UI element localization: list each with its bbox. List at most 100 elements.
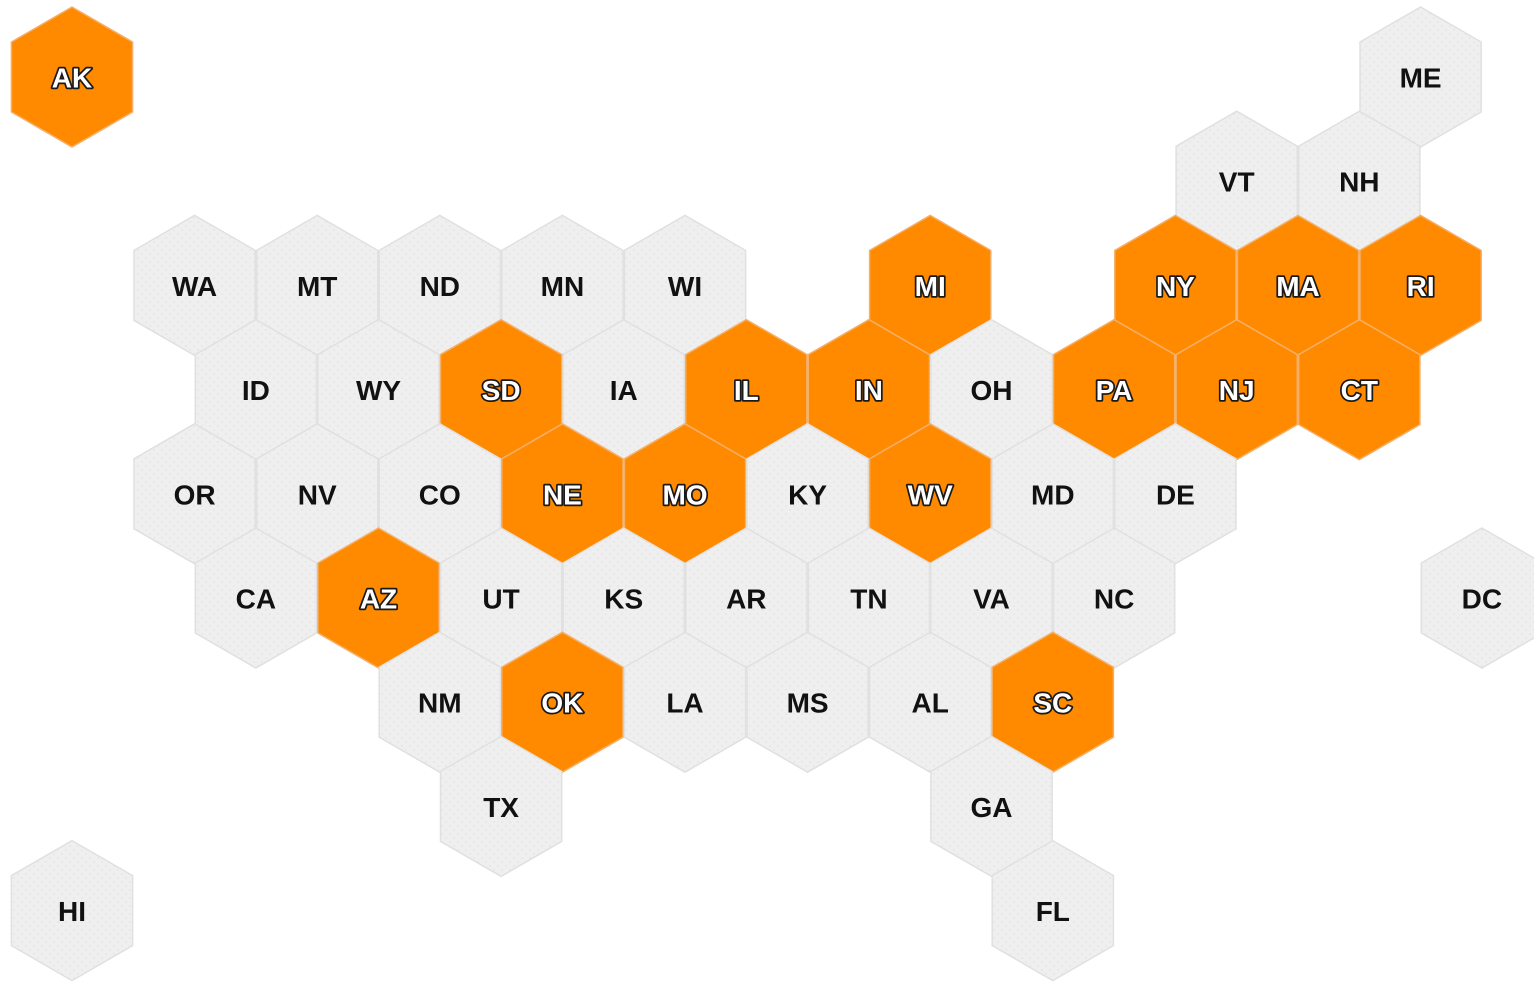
state-tile-nm[interactable]: NM xyxy=(378,631,502,774)
state-label: CT xyxy=(1341,375,1378,406)
state-tile-in[interactable]: IN xyxy=(807,318,931,461)
state-tile-me[interactable]: ME xyxy=(1359,6,1482,148)
state-tile-mi[interactable]: MI xyxy=(868,214,992,357)
state-tile-wa[interactable]: WA xyxy=(133,214,256,357)
state-tile-ar[interactable]: AR xyxy=(684,527,808,669)
state-label: KY xyxy=(788,479,827,510)
hexagon-texture xyxy=(685,528,807,668)
state-label: NV xyxy=(298,479,337,510)
state-tile-ri[interactable]: RI xyxy=(1359,214,1482,357)
hexagon-texture xyxy=(869,632,991,773)
hexagon-texture xyxy=(256,423,378,564)
state-tile-al[interactable]: AL xyxy=(868,631,992,774)
state-tile-nd[interactable]: ND xyxy=(378,214,502,357)
state-tile-nc[interactable]: NC xyxy=(1052,527,1176,669)
state-label: HI xyxy=(58,896,86,927)
state-label: AR xyxy=(726,584,766,615)
hexagon-texture xyxy=(440,736,562,877)
state-label: DC xyxy=(1462,584,1502,615)
state-label: NM xyxy=(418,688,462,719)
state-label: WA xyxy=(172,271,217,302)
state-label: ME xyxy=(1400,63,1442,94)
state-tile-ca[interactable]: CA xyxy=(194,527,318,669)
state-tile-mt[interactable]: MT xyxy=(255,214,379,357)
state-tile-nj[interactable]: NJ xyxy=(1175,318,1299,461)
hexagon-texture xyxy=(11,840,133,981)
state-tile-dc[interactable]: DC xyxy=(1420,527,1534,669)
state-label: MT xyxy=(297,271,337,302)
state-tile-sd[interactable]: SD xyxy=(439,318,563,461)
state-tile-pa[interactable]: PA xyxy=(1052,318,1176,461)
state-tile-tx[interactable]: TX xyxy=(439,735,563,878)
state-tile-fl[interactable]: FL xyxy=(991,839,1115,981)
state-tile-ny[interactable]: NY xyxy=(1114,214,1237,357)
state-tile-ok[interactable]: OK xyxy=(501,631,624,774)
state-tile-co[interactable]: CO xyxy=(378,422,502,565)
hexagon-texture xyxy=(501,215,623,356)
state-tile-nv[interactable]: NV xyxy=(255,422,379,565)
state-tile-vt[interactable]: VT xyxy=(1175,110,1299,253)
state-label: MI xyxy=(915,271,946,302)
hexagon-texture xyxy=(992,423,1114,564)
state-label: CA xyxy=(236,584,276,615)
hexagon-texture xyxy=(563,528,685,668)
state-tile-il[interactable]: IL xyxy=(684,318,808,461)
state-label: ID xyxy=(242,375,270,406)
state-tile-la[interactable]: LA xyxy=(623,631,747,774)
state-label: NJ xyxy=(1219,375,1255,406)
state-label: AL xyxy=(912,688,949,719)
hexagon-texture xyxy=(930,736,1053,877)
state-tile-ut[interactable]: UT xyxy=(439,527,563,669)
hexagon-texture xyxy=(134,215,256,356)
state-label: VT xyxy=(1219,167,1255,198)
state-tile-ky[interactable]: KY xyxy=(746,422,869,565)
state-tile-ma[interactable]: MA xyxy=(1236,214,1360,357)
state-tile-de[interactable]: DE xyxy=(1114,422,1237,565)
hexagon-texture xyxy=(624,215,746,356)
state-label: VA xyxy=(973,584,1010,615)
state-label: NY xyxy=(1156,271,1195,302)
state-label: SC xyxy=(1033,688,1072,719)
state-label: OR xyxy=(174,479,216,510)
state-tile-hi[interactable]: HI xyxy=(10,839,134,981)
hexagon-texture xyxy=(134,423,256,564)
hexagon-texture xyxy=(379,423,501,564)
state-label: ND xyxy=(420,271,460,302)
state-label: DE xyxy=(1156,479,1195,510)
hexagon-texture xyxy=(808,528,930,668)
state-tile-id[interactable]: ID xyxy=(194,318,318,461)
state-label: NH xyxy=(1339,167,1379,198)
state-tile-wv[interactable]: WV xyxy=(868,422,992,565)
hexagon-texture xyxy=(747,423,869,564)
state-label: WI xyxy=(668,271,702,302)
hexagon-texture xyxy=(440,528,562,668)
state-tile-ms[interactable]: MS xyxy=(746,631,869,774)
state-tile-sc[interactable]: SC xyxy=(991,631,1115,774)
state-label: IA xyxy=(610,375,638,406)
hexagon-texture xyxy=(624,632,746,773)
state-tile-az[interactable]: AZ xyxy=(317,527,440,669)
state-tile-ne[interactable]: NE xyxy=(501,422,624,565)
state-tile-or[interactable]: OR xyxy=(133,422,256,565)
state-tile-md[interactable]: MD xyxy=(991,422,1115,565)
hexagon-texture xyxy=(563,319,685,460)
state-tile-wi[interactable]: WI xyxy=(623,214,747,357)
state-label: MA xyxy=(1276,271,1320,302)
state-label: NE xyxy=(543,479,582,510)
state-tile-mo[interactable]: MO xyxy=(623,422,747,565)
state-tile-ct[interactable]: CT xyxy=(1297,318,1421,461)
state-tile-oh[interactable]: OH xyxy=(930,318,1053,461)
state-tile-mn[interactable]: MN xyxy=(501,214,624,357)
hexagon-texture xyxy=(1360,7,1482,147)
hexagon-texture xyxy=(1053,528,1175,668)
hexagon-texture xyxy=(747,632,869,773)
state-label: WV xyxy=(908,479,953,510)
state-tile-ia[interactable]: IA xyxy=(562,318,686,461)
state-tile-ga[interactable]: GA xyxy=(930,735,1053,878)
hexagon-texture xyxy=(992,840,1114,981)
state-tile-va[interactable]: VA xyxy=(930,527,1053,669)
state-tile-wy[interactable]: WY xyxy=(317,318,440,461)
state-tile-nh[interactable]: NH xyxy=(1297,110,1421,253)
state-tile-ak[interactable]: AK xyxy=(10,6,134,148)
